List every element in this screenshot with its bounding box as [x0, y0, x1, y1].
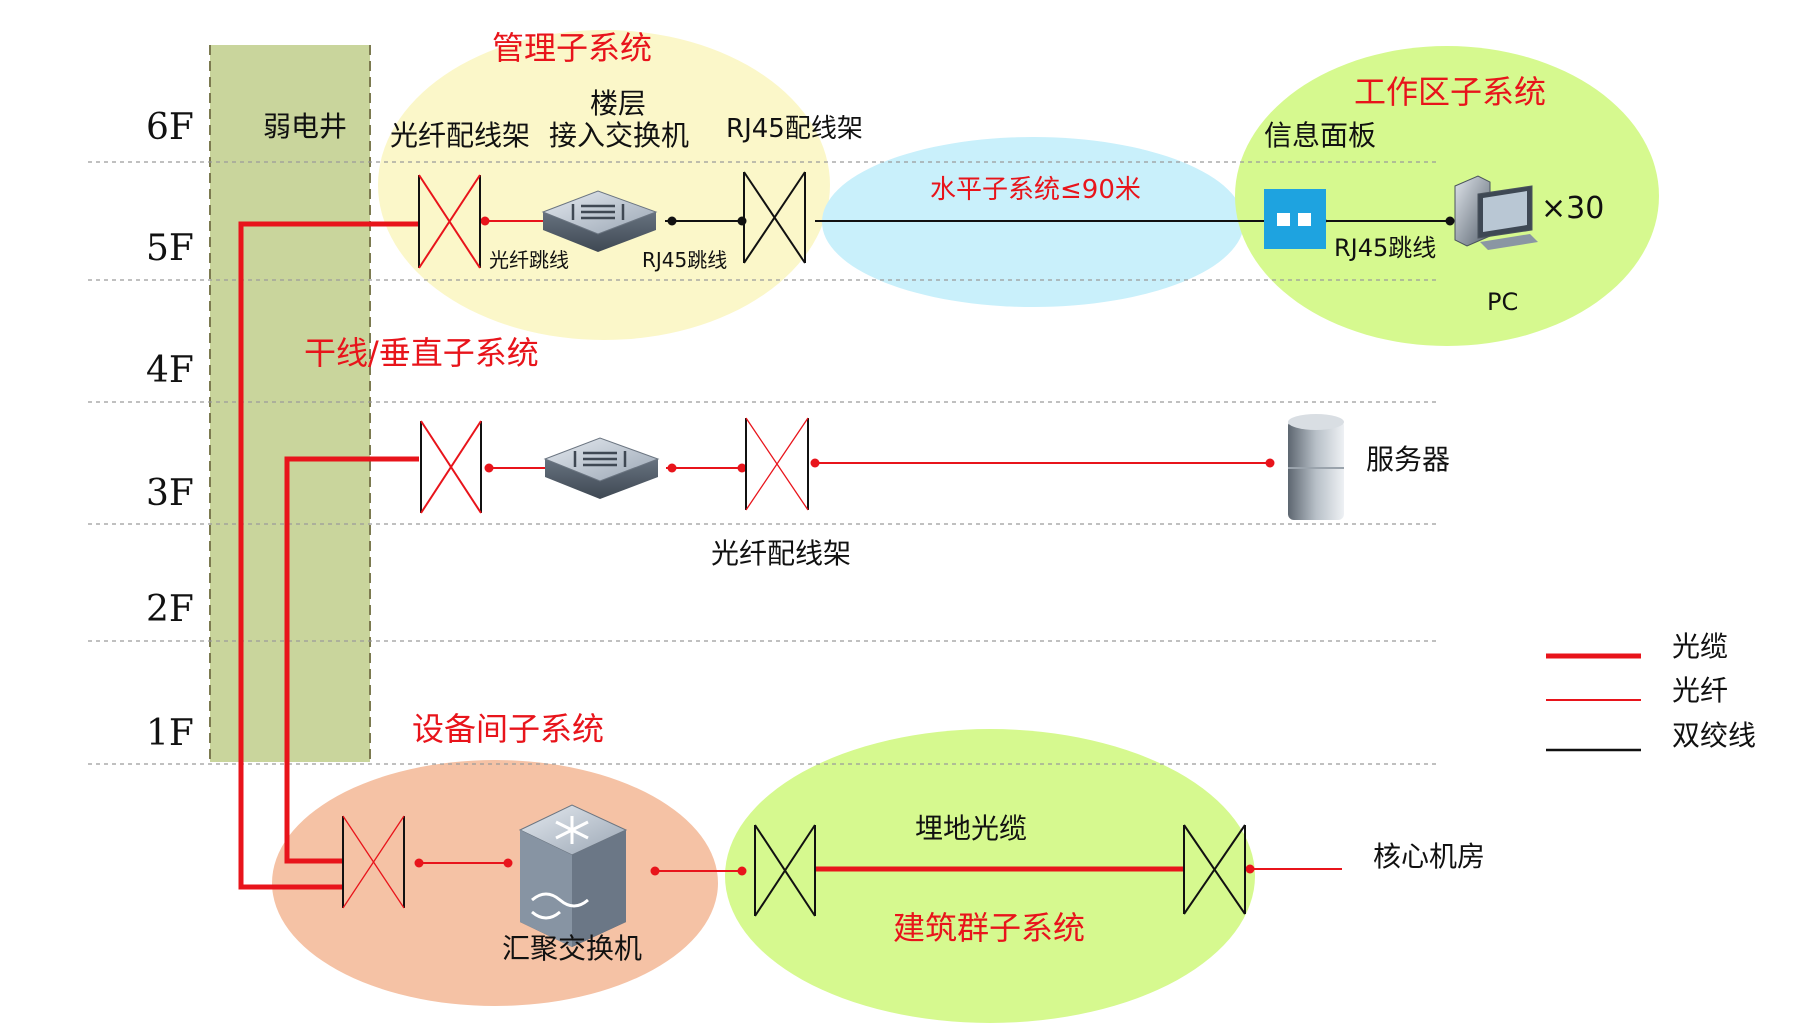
legend — [1546, 653, 1641, 752]
info-panel-label: 信息面板 — [1264, 119, 1377, 152]
horizontal-subsystem-title: 水平子系统≤90米 — [930, 175, 1141, 205]
floor-switch-label-line2: 接入交换机 — [549, 119, 690, 152]
pc-label: PC — [1487, 288, 1519, 316]
building-group-subsystem-title: 建筑群子系统 — [893, 909, 1086, 947]
legend-label-twisted-pair: 双绞线 — [1672, 719, 1757, 752]
weak-current-shaft — [210, 45, 370, 762]
patch-panel-building-left — [754, 824, 816, 917]
core-room-label: 核心机房 — [1373, 840, 1486, 873]
trunk-subsystem-title: 干线/垂直子系统 — [304, 334, 539, 372]
legend-label-fiber: 光纤 — [1672, 674, 1729, 707]
fiber-patch-panel-label: 光纤配线架 — [711, 537, 852, 570]
patch-panel-3f-fiber-left — [420, 420, 482, 514]
patch-panel-building-right — [1183, 824, 1246, 915]
floor-label-6f: 6F — [146, 107, 194, 148]
building-group-zone — [725, 729, 1255, 1023]
patch-panel-5f-fiber — [418, 174, 481, 269]
patch-panel-equipment-room — [342, 815, 405, 909]
server-label: 服务器 — [1366, 443, 1451, 476]
rj45-jumper-label: RJ45跳线 — [642, 248, 728, 272]
pc-icon — [1454, 175, 1538, 250]
info-panel-icon — [1264, 189, 1326, 249]
connection-dots — [414, 216, 1455, 876]
fiber-jumper-label: 光纤跳线 — [489, 248, 569, 272]
server-icon — [1288, 414, 1344, 520]
work-area-zone — [1235, 46, 1659, 346]
management-subsystem-title: 管理子系统 — [492, 29, 653, 67]
shaft-label: 弱电井 — [263, 110, 348, 143]
floor-label-4f: 4F — [146, 350, 194, 391]
management-zone — [378, 30, 830, 340]
rj45-jumper-label: RJ45跳线 — [1334, 234, 1437, 262]
switch-icon — [543, 437, 660, 499]
buried-cable-label: 埋地光缆 — [915, 812, 1028, 845]
work-area-subsystem-title: 工作区子系统 — [1354, 73, 1547, 111]
floor-label-5f: 5F — [146, 228, 194, 269]
patch-panel-5f-rj45 — [743, 171, 806, 264]
patch-panel-3f-fiber-right — [745, 417, 809, 511]
legend-label-cable: 光缆 — [1672, 630, 1729, 663]
trunk-cables — [238, 221, 1184, 890]
floor-label-3f: 3F — [146, 473, 194, 514]
fiber-patch-panel-label: 光纤配线架 — [390, 119, 531, 152]
floor-label-2f: 2F — [146, 589, 194, 630]
equipment-room-zone — [272, 760, 718, 1006]
rj45-patch-panel-label: RJ45配线架 — [726, 114, 863, 144]
floor-label-1f: 1F — [146, 713, 194, 754]
floor-lines — [88, 161, 1436, 765]
floor-switch-label-line1: 楼层 — [590, 87, 647, 120]
aggregation-switch-icon — [518, 804, 628, 947]
pc-count-label: ×30 — [1541, 191, 1605, 226]
switch-icon — [541, 190, 658, 252]
aggregation-switch-label: 汇聚交换机 — [502, 932, 643, 965]
equipment-room-subsystem-title: 设备间子系统 — [412, 710, 605, 748]
